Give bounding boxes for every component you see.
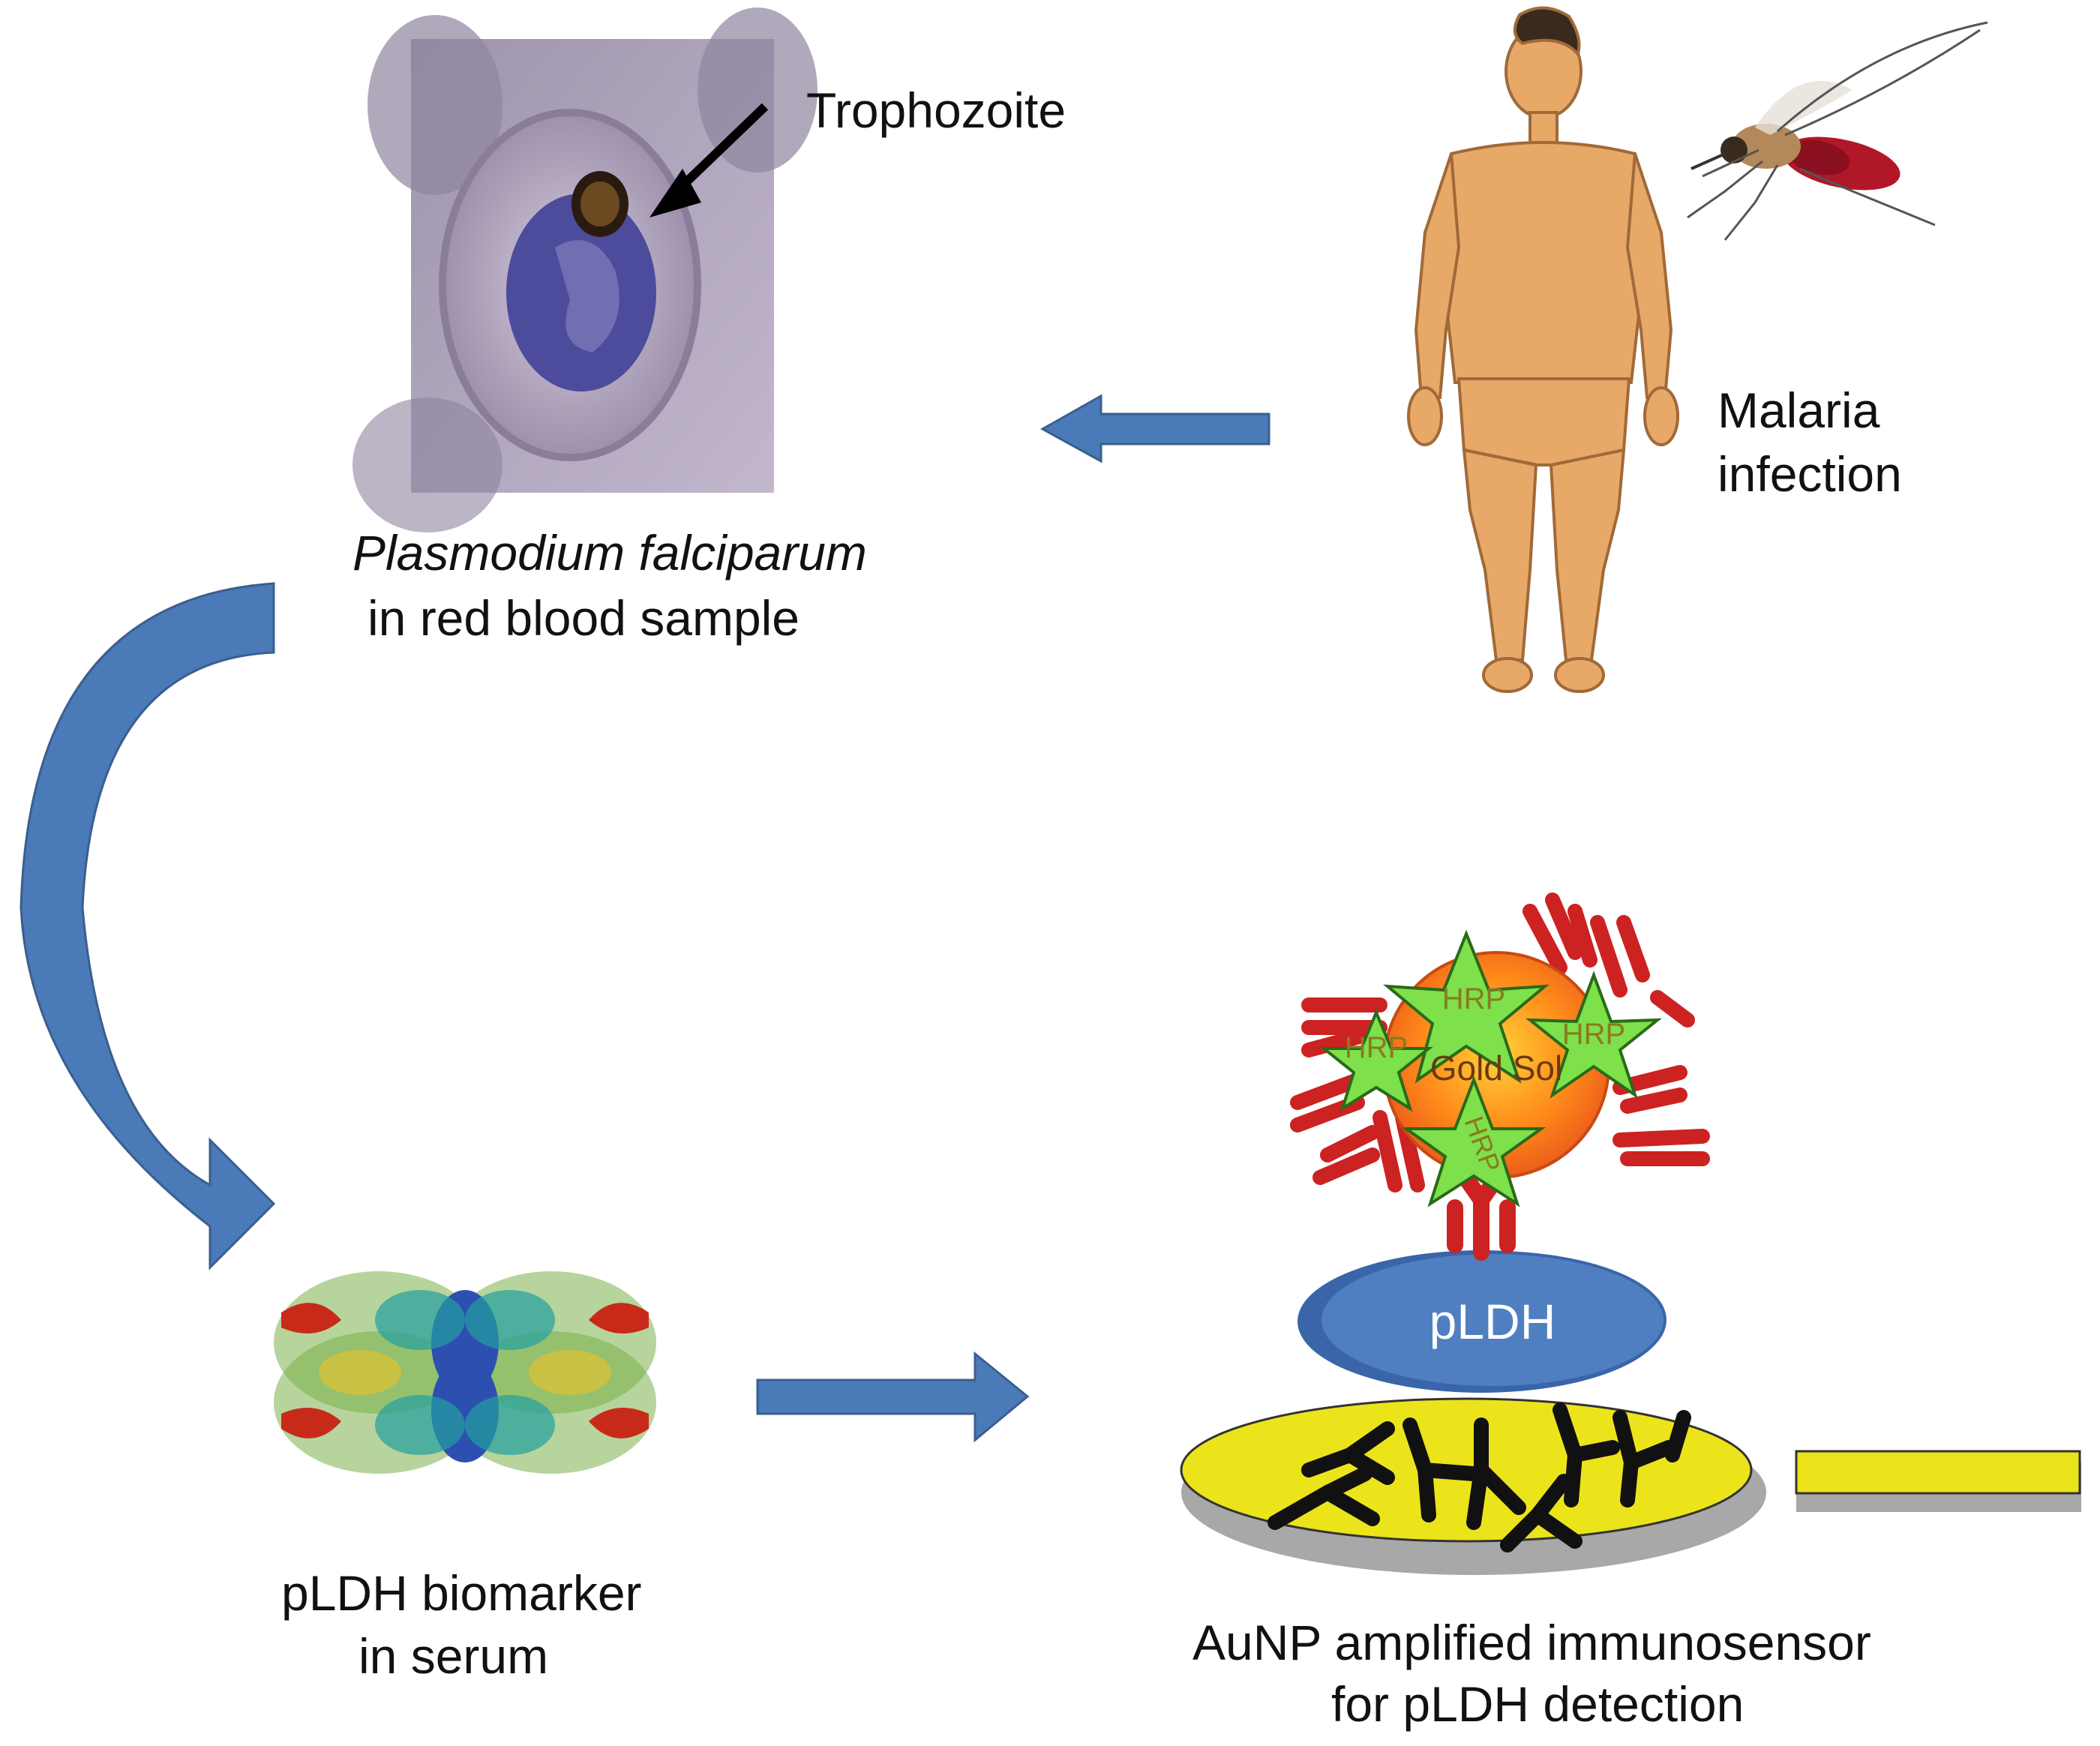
pldh-protein-structure — [274, 1271, 656, 1474]
malaria-infection-label-line2: infection — [1718, 446, 1902, 502]
aunp-immunosensor-label-line1: AuNP amplified immunosensor — [1192, 1615, 1871, 1670]
microscopy-image — [352, 8, 818, 532]
malaria-infection-label-line1: Malaria — [1718, 382, 1880, 438]
hrp-label-top: HRP — [1442, 982, 1505, 1016]
arrow-infection-to-sample — [1040, 394, 1270, 464]
pldh-biomarker-label-line2: in serum — [358, 1628, 549, 1684]
plasmodium-label-line2: in red blood sample — [368, 590, 800, 646]
human-figure-icon — [1407, 6, 1679, 693]
pldh-biomarker-label-line1: pLDH biomarker — [281, 1565, 642, 1621]
curved-arrow-sample-to-biomarker — [20, 582, 276, 1270]
capture-antibodies — [1268, 1402, 1691, 1552]
hrp-label-left: HRP — [1345, 1031, 1408, 1064]
plasmodium-label-line1: Plasmodium falciparum — [352, 525, 867, 580]
trophozoite-pointer-arrow — [650, 103, 769, 218]
pldh-antigen — [1298, 1250, 1666, 1393]
trophozoite-label: Trophozoite — [806, 82, 1066, 138]
pldh-ellipse-label: pLDH — [1430, 1294, 1556, 1349]
gold-sol-label: Gold Sol — [1430, 1048, 1562, 1088]
aunp-immunosensor-label-line2: for pLDH detection — [1331, 1676, 1744, 1732]
mosquito-icon — [1687, 21, 1988, 241]
arrow-biomarker-to-sensor — [756, 1351, 1030, 1443]
hrp-label-right: HRP — [1562, 1018, 1625, 1051]
hrp-stars — [1319, 929, 1662, 1208]
hrp-labeled-antibodies — [1290, 892, 1710, 1192]
